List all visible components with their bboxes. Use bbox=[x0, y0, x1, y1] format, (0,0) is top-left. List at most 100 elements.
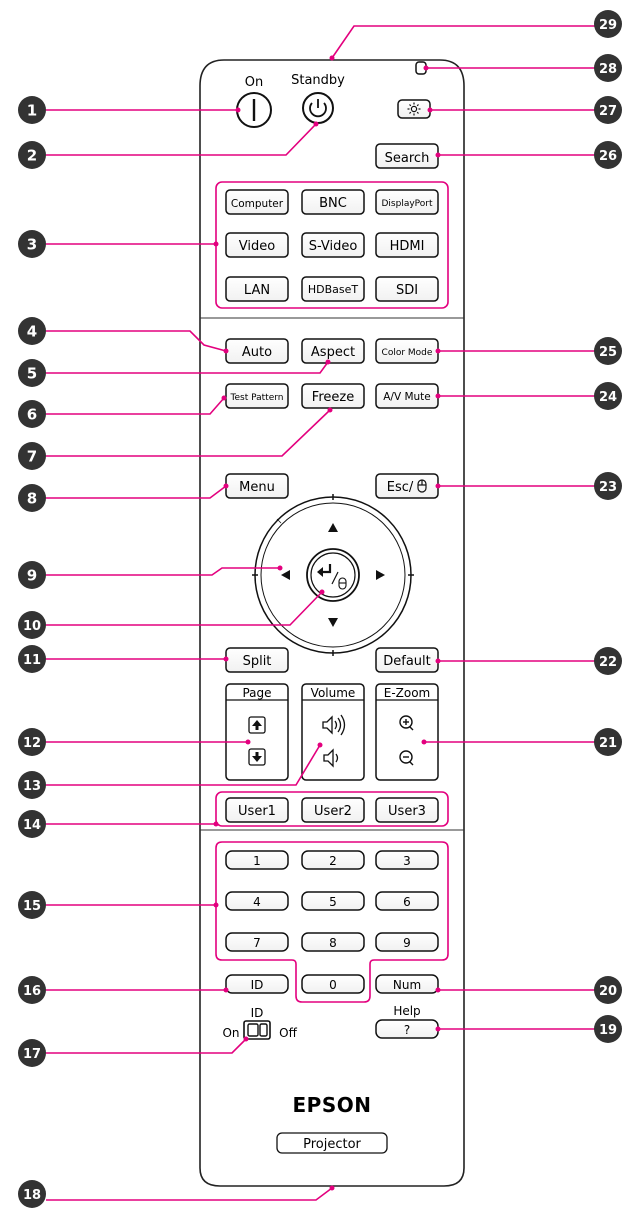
num-6-button[interactable]: 6 bbox=[375, 891, 439, 911]
standby-button[interactable] bbox=[302, 92, 334, 124]
svg-text:3: 3 bbox=[403, 854, 411, 868]
num-3-button[interactable]: 3 bbox=[375, 850, 439, 870]
color-mode-button[interactable]: Color Mode bbox=[375, 338, 439, 364]
svg-text:BNC: BNC bbox=[319, 196, 347, 211]
callout-4: 4 bbox=[18, 317, 46, 345]
num-5-button[interactable]: 5 bbox=[301, 891, 365, 911]
volume-down-button[interactable] bbox=[323, 748, 339, 768]
callout-16: 16 bbox=[18, 976, 46, 1004]
bnc-button[interactable]: BNC bbox=[301, 189, 365, 215]
svg-text:29: 29 bbox=[599, 18, 617, 33]
callout-27: 27 bbox=[594, 96, 622, 124]
enter-button[interactable] bbox=[306, 548, 360, 602]
num-button[interactable]: Num bbox=[375, 974, 439, 994]
user2-button[interactable]: User2 bbox=[301, 797, 365, 823]
search-button[interactable]: Search bbox=[375, 143, 439, 169]
num-9-button[interactable]: 9 bbox=[375, 932, 439, 952]
help-button[interactable]: ? bbox=[375, 1019, 439, 1039]
svg-text:1: 1 bbox=[27, 102, 37, 120]
num-8-button[interactable]: 8 bbox=[301, 932, 365, 952]
callout-23: 23 bbox=[594, 472, 622, 500]
num-2-button[interactable]: 2 bbox=[301, 850, 365, 870]
svg-text:25: 25 bbox=[599, 345, 617, 360]
svideo-button[interactable]: S-Video bbox=[301, 232, 365, 258]
callout-15: 15 bbox=[18, 891, 46, 919]
id-switch-label: ID bbox=[251, 1006, 264, 1020]
id-switch-on-label: On bbox=[222, 1026, 239, 1040]
svg-text:Default: Default bbox=[383, 654, 431, 669]
svg-text:28: 28 bbox=[599, 62, 617, 77]
callout-29: 29 bbox=[594, 10, 622, 38]
svg-text:Search: Search bbox=[385, 151, 430, 166]
callout-21: 21 bbox=[594, 728, 622, 756]
displayport-button[interactable]: DisplayPort bbox=[375, 189, 439, 215]
volume-up-button[interactable] bbox=[322, 714, 346, 736]
num-1-button[interactable]: 1 bbox=[225, 850, 289, 870]
test-pattern-button[interactable]: Test Pattern bbox=[225, 383, 289, 409]
page-up-button[interactable] bbox=[248, 716, 266, 734]
svg-text:SDI: SDI bbox=[396, 283, 418, 298]
svg-text:User2: User2 bbox=[314, 804, 352, 819]
svg-text:17: 17 bbox=[23, 1047, 41, 1062]
zoom-in-button[interactable] bbox=[399, 715, 414, 731]
volume-label: Volume bbox=[311, 686, 356, 700]
page-down-button[interactable] bbox=[248, 748, 266, 766]
auto-button[interactable]: Auto bbox=[225, 338, 289, 364]
leader-lines bbox=[46, 25, 598, 1201]
svg-text:Split: Split bbox=[243, 654, 272, 669]
num-0-button[interactable]: 0 bbox=[301, 974, 365, 994]
id-switch[interactable] bbox=[243, 1020, 271, 1040]
svg-text:Color Mode: Color Mode bbox=[382, 348, 433, 358]
aspect-button[interactable]: Aspect bbox=[301, 338, 365, 364]
user1-button[interactable]: User1 bbox=[225, 797, 289, 823]
callout-12: 12 bbox=[18, 728, 46, 756]
svg-text:2: 2 bbox=[27, 147, 37, 165]
num-7-button[interactable]: 7 bbox=[225, 932, 289, 952]
svg-text:19: 19 bbox=[599, 1023, 617, 1038]
svg-text:User3: User3 bbox=[388, 804, 426, 819]
svg-text:Freeze: Freeze bbox=[312, 390, 354, 405]
user3-button[interactable]: User3 bbox=[375, 797, 439, 823]
svg-text:Auto: Auto bbox=[242, 345, 272, 360]
callout-14: 14 bbox=[18, 810, 46, 838]
callout-badges: 1 2 3 4 5 6 7 8 9 10 11 12 13 14 15 16 1… bbox=[18, 10, 622, 1208]
id-button[interactable]: ID bbox=[225, 974, 289, 994]
svg-text:12: 12 bbox=[23, 736, 41, 751]
callout-20: 20 bbox=[594, 976, 622, 1004]
callout-17: 17 bbox=[18, 1039, 46, 1067]
svg-text:1: 1 bbox=[253, 854, 261, 868]
model-label-box: Projector bbox=[276, 1132, 388, 1154]
freeze-button[interactable]: Freeze bbox=[301, 383, 365, 409]
video-button[interactable]: Video bbox=[225, 232, 289, 258]
leader-dots bbox=[213, 55, 441, 1191]
svg-text:22: 22 bbox=[599, 655, 617, 670]
illumination-button[interactable] bbox=[397, 99, 431, 119]
av-mute-button[interactable]: A/V Mute bbox=[375, 383, 439, 409]
menu-button[interactable]: Menu bbox=[225, 473, 289, 499]
sdi-button[interactable]: SDI bbox=[375, 276, 439, 302]
svg-text:7: 7 bbox=[27, 448, 37, 466]
svg-text:Video: Video bbox=[239, 239, 275, 254]
user-group-box bbox=[215, 791, 449, 827]
svg-text:6: 6 bbox=[403, 895, 411, 909]
computer-button[interactable]: Computer bbox=[225, 189, 289, 215]
page-up-icon bbox=[252, 720, 262, 726]
svg-text:Esc/: Esc/ bbox=[387, 480, 414, 495]
svg-text:HDBaseT: HDBaseT bbox=[308, 283, 359, 296]
num-4-button[interactable]: 4 bbox=[225, 891, 289, 911]
zoom-out-button[interactable] bbox=[399, 750, 414, 766]
svg-text:9: 9 bbox=[27, 567, 37, 585]
split-button[interactable]: Split bbox=[225, 647, 289, 673]
lan-button[interactable]: LAN bbox=[225, 276, 289, 302]
callout-19: 19 bbox=[594, 1015, 622, 1043]
hdmi-button[interactable]: HDMI bbox=[375, 232, 439, 258]
svg-text:8: 8 bbox=[27, 490, 37, 508]
default-button[interactable]: Default bbox=[375, 647, 439, 673]
on-button[interactable] bbox=[236, 92, 272, 128]
svg-text:A/V Mute: A/V Mute bbox=[383, 391, 431, 403]
esc-button[interactable]: Esc/ bbox=[375, 473, 439, 499]
svg-text:16: 16 bbox=[23, 984, 41, 999]
hdbaset-button[interactable]: HDBaseT bbox=[301, 276, 365, 302]
callout-26: 26 bbox=[594, 141, 622, 169]
